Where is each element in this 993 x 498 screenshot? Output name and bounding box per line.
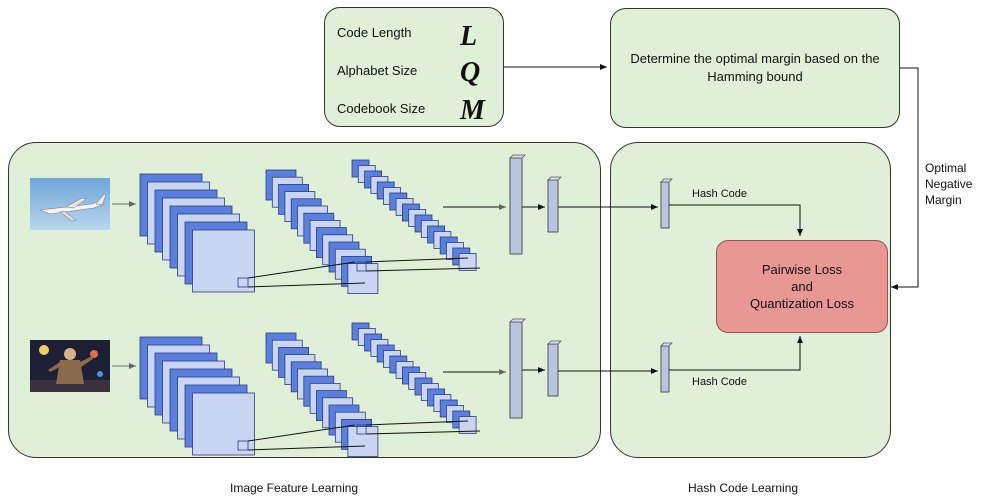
code-length-label: Code Length — [337, 25, 412, 40]
hash-code-label-bottom: Hash Code — [692, 376, 748, 388]
alphabet-size-symbol: Q — [460, 57, 481, 88]
receptive-field-line — [247, 424, 356, 442]
loss-line-2: and — [791, 279, 813, 294]
parameters-box: Code Length L Alphabet Size Q Codebook S… — [324, 7, 504, 127]
conv2-layer-slice — [347, 263, 379, 295]
conv2-layer-slice — [347, 426, 379, 458]
receptive-field-line — [365, 430, 481, 435]
airplane-image — [30, 178, 110, 230]
fc1-bar-top — [509, 157, 523, 255]
margin-box: Determine the optimal margin based on th… — [610, 8, 900, 128]
receptive-field-box — [356, 261, 367, 272]
hash-to-loss-arrow-top — [669, 204, 803, 236]
hash-bar-bottom — [660, 345, 670, 393]
conv1-layer-slice — [192, 229, 255, 293]
receptive-field-line — [365, 267, 481, 272]
fc1-bar-bottom — [509, 321, 523, 419]
optimal-negative-margin-label: Optimal Negative Margin — [925, 160, 972, 208]
hash-learning-caption: Hash Code Learning — [688, 481, 799, 495]
codebook-size-symbol: M — [460, 95, 485, 126]
receptive-field-line — [365, 420, 469, 426]
margin-to-loss-arrow — [891, 67, 919, 290]
hash-bar-top — [660, 181, 670, 229]
margin-box-text: Determine the optimal margin based on th… — [630, 51, 880, 84]
receptive-field-box — [237, 440, 249, 451]
receptive-field-line — [365, 257, 469, 263]
alphabet-size-label: Alphabet Size — [337, 63, 418, 78]
side-label-line-2: Negative — [925, 177, 973, 191]
codebook-size-label: Codebook Size — [337, 101, 426, 116]
code-length-symbol: L — [460, 21, 478, 52]
person-image — [30, 340, 110, 392]
conv-layers-top — [139, 159, 481, 295]
receptive-field-box — [356, 424, 367, 435]
conv1-layer-slice — [192, 392, 255, 456]
side-label-line-3: Margin — [925, 193, 962, 207]
receptive-field-box — [237, 277, 249, 288]
loss-line-1: Pairwise Loss — [761, 262, 843, 277]
fc2-bar-top — [547, 179, 559, 233]
receptive-field-line — [247, 445, 366, 451]
side-label-line-1: Optimal — [925, 161, 967, 175]
loss-line-3: Quantization Loss — [749, 296, 855, 311]
loss-box: Pairwise Loss and Quantization Loss — [716, 240, 888, 333]
fc2-bar-bottom — [547, 343, 559, 397]
hash-code-label-top: Hash Code — [692, 188, 748, 200]
conv-layers-bottom — [139, 322, 481, 458]
feature-learning-caption: Image Feature Learning — [230, 481, 359, 495]
receptive-field-line — [247, 261, 356, 279]
hash-to-loss-arrow-bottom — [669, 336, 803, 371]
receptive-field-line — [247, 282, 366, 288]
